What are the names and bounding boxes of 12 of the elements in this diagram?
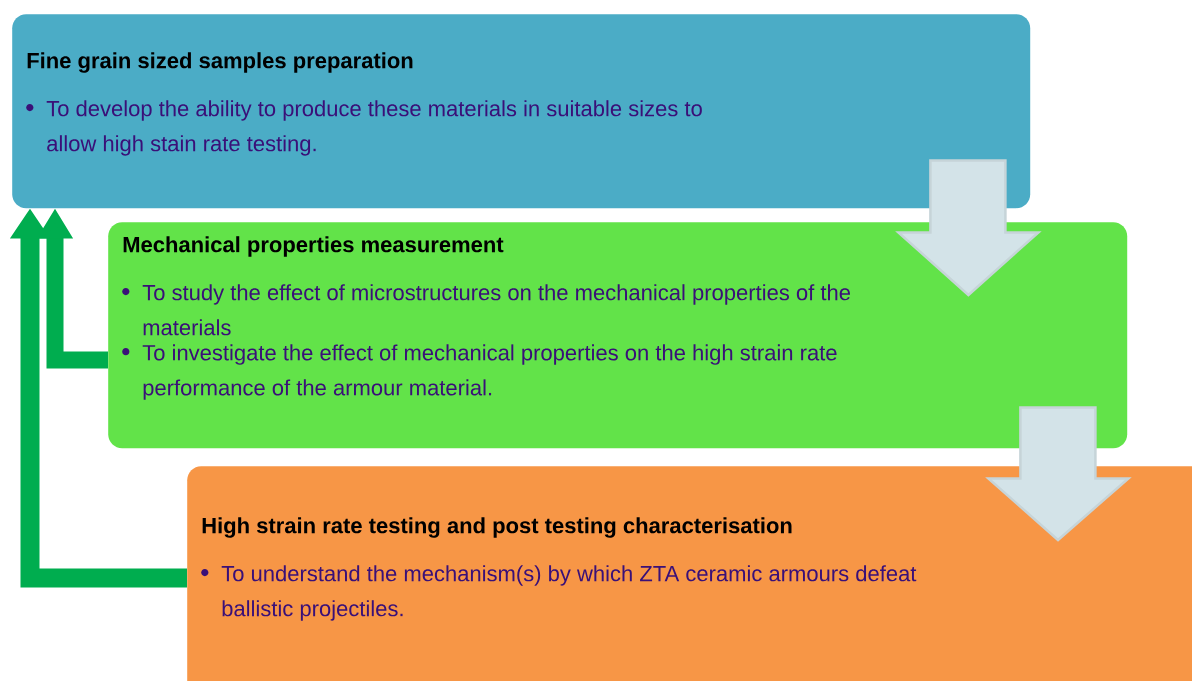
bullet-item: To understand the mechanism(s) by which ZTA ceramic armours defeat ballistic projectiles. [201,565,917,621]
bullet-item: To study the effect of microstructures on the mechanical properties of the materials [122,284,850,336]
heading: Mechanical properties measurement [123,236,504,257]
block-arrow [895,159,1042,297]
process-box [108,222,1128,449]
heading: Fine grain sized samples preparation [27,52,413,73]
process-box [187,466,1192,681]
bullet-item: To investigate the effect of mechanical properties on the high strain rate performance of the armour material. [122,344,837,400]
heading: High strain rate testing and post testing characterisation [202,517,792,538]
process-box [12,14,1031,209]
block-arrow [985,406,1132,542]
bullet-item: To develop the ability to produce these materials in suitable sizes to allow high stain rate testing. [26,100,702,156]
